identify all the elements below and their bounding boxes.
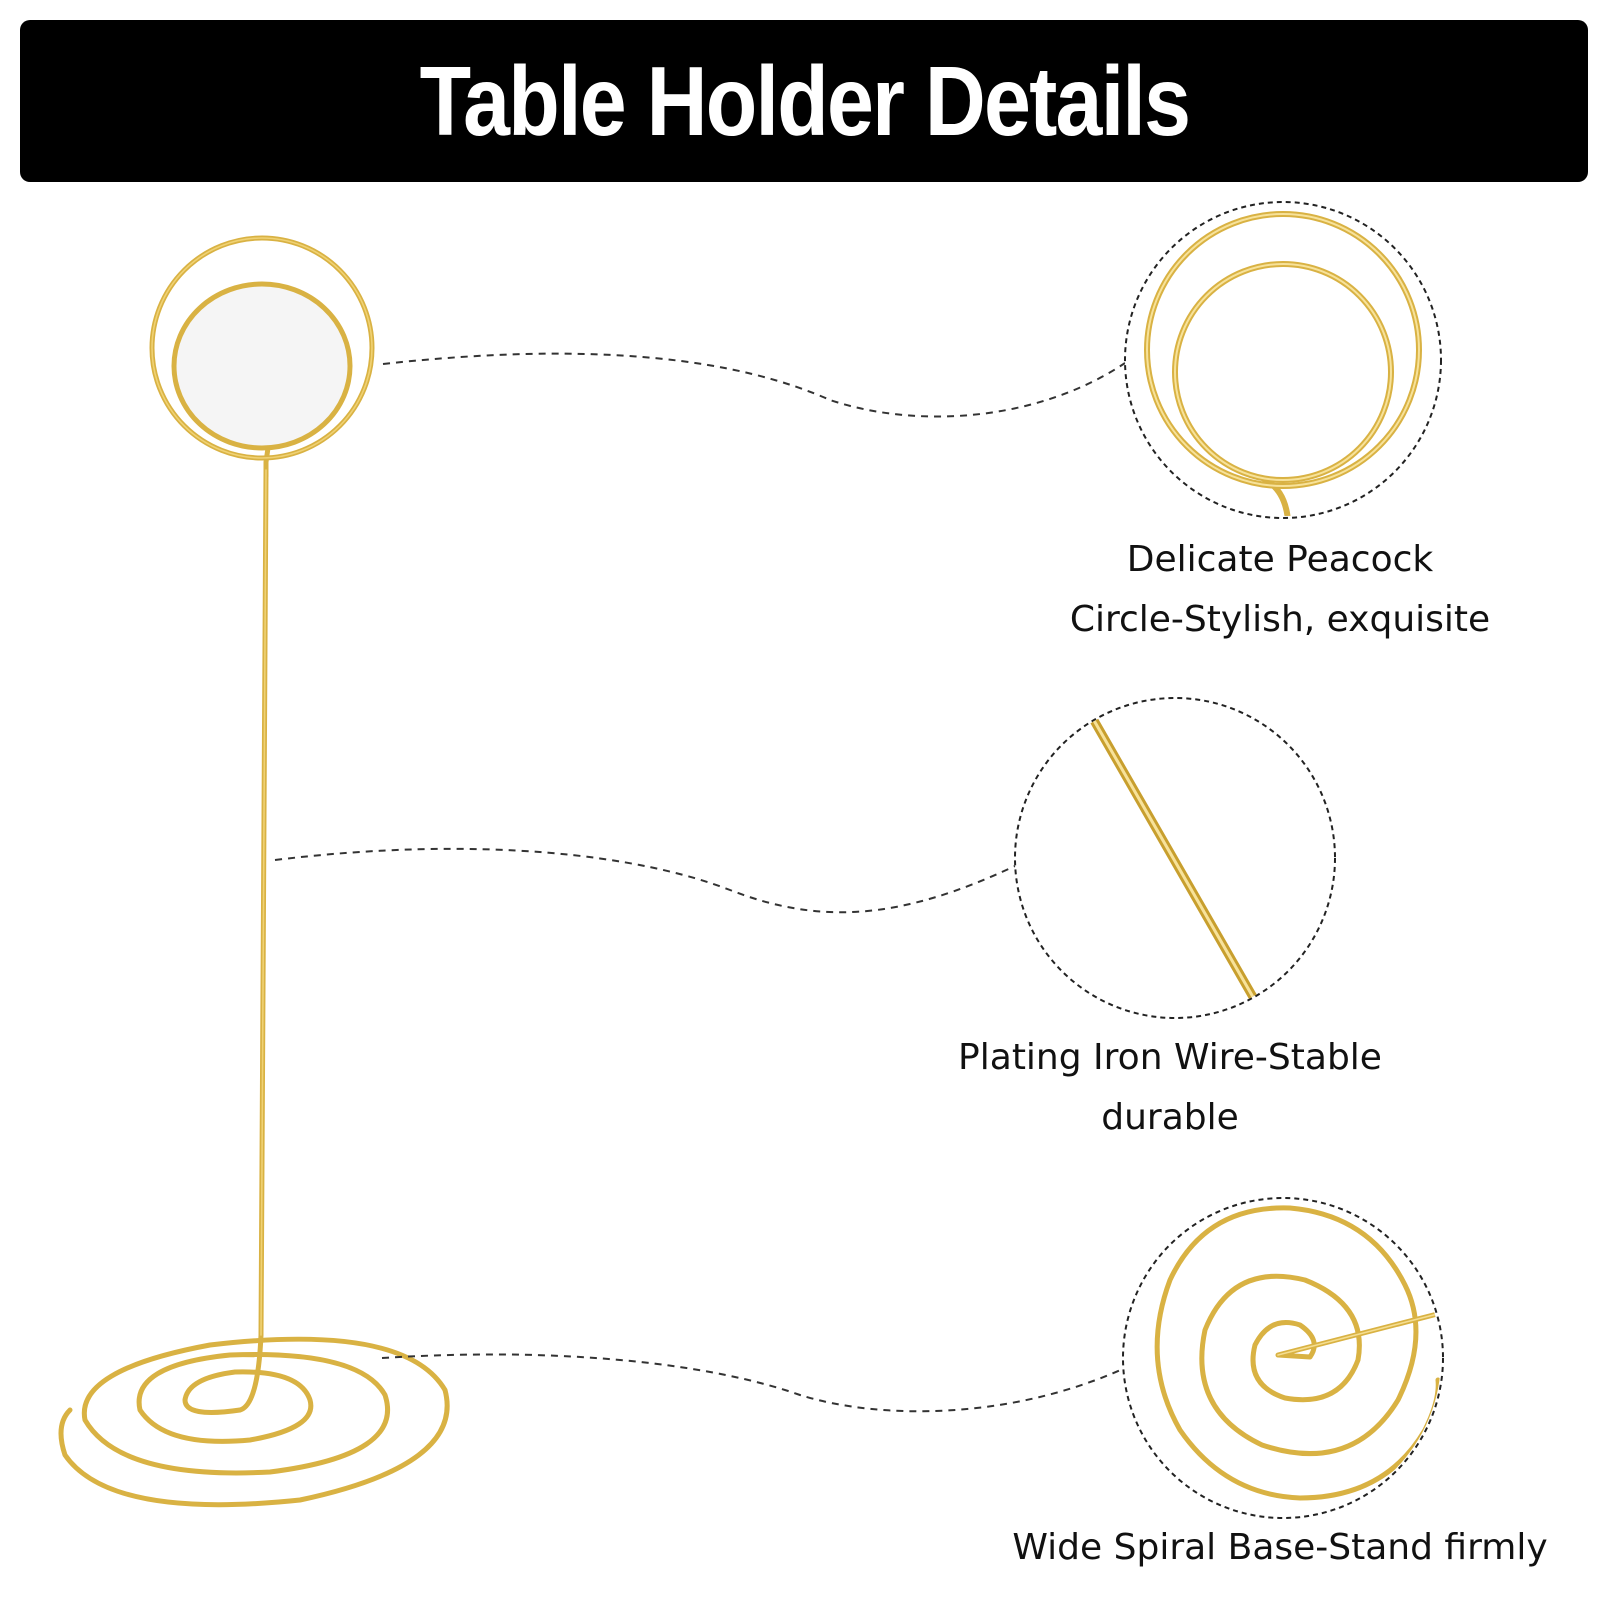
- feature-caption-line: Wide Spiral Base-Stand firmly: [1012, 1527, 1548, 1568]
- wire-closeup-icon: [1014, 697, 1336, 1019]
- feature-caption-line: Circle-Stylish, exquisite: [1069, 599, 1491, 640]
- feature-caption-line: durable: [1101, 1097, 1239, 1138]
- feature-caption-line: Delicate Peacock: [1126, 539, 1434, 580]
- card-holder-icon: [58, 235, 450, 1508]
- title-banner: Table Holder Details: [20, 20, 1588, 182]
- page-title: Table Holder Details: [419, 46, 1190, 156]
- ring-closeup-icon: [1124, 201, 1442, 519]
- spiral-base-closeup-icon: [1122, 1197, 1444, 1519]
- connector-lines: [274, 352, 1126, 1413]
- feature-caption-wire: Plating Iron Wire-Stable durable: [890, 1028, 1450, 1148]
- feature-caption-line: Plating Iron Wire-Stable: [958, 1037, 1382, 1078]
- feature-caption-ring: Delicate Peacock Circle-Stylish, exquisi…: [1020, 530, 1540, 650]
- feature-caption-base: Wide Spiral Base-Stand firmly: [980, 1524, 1580, 1572]
